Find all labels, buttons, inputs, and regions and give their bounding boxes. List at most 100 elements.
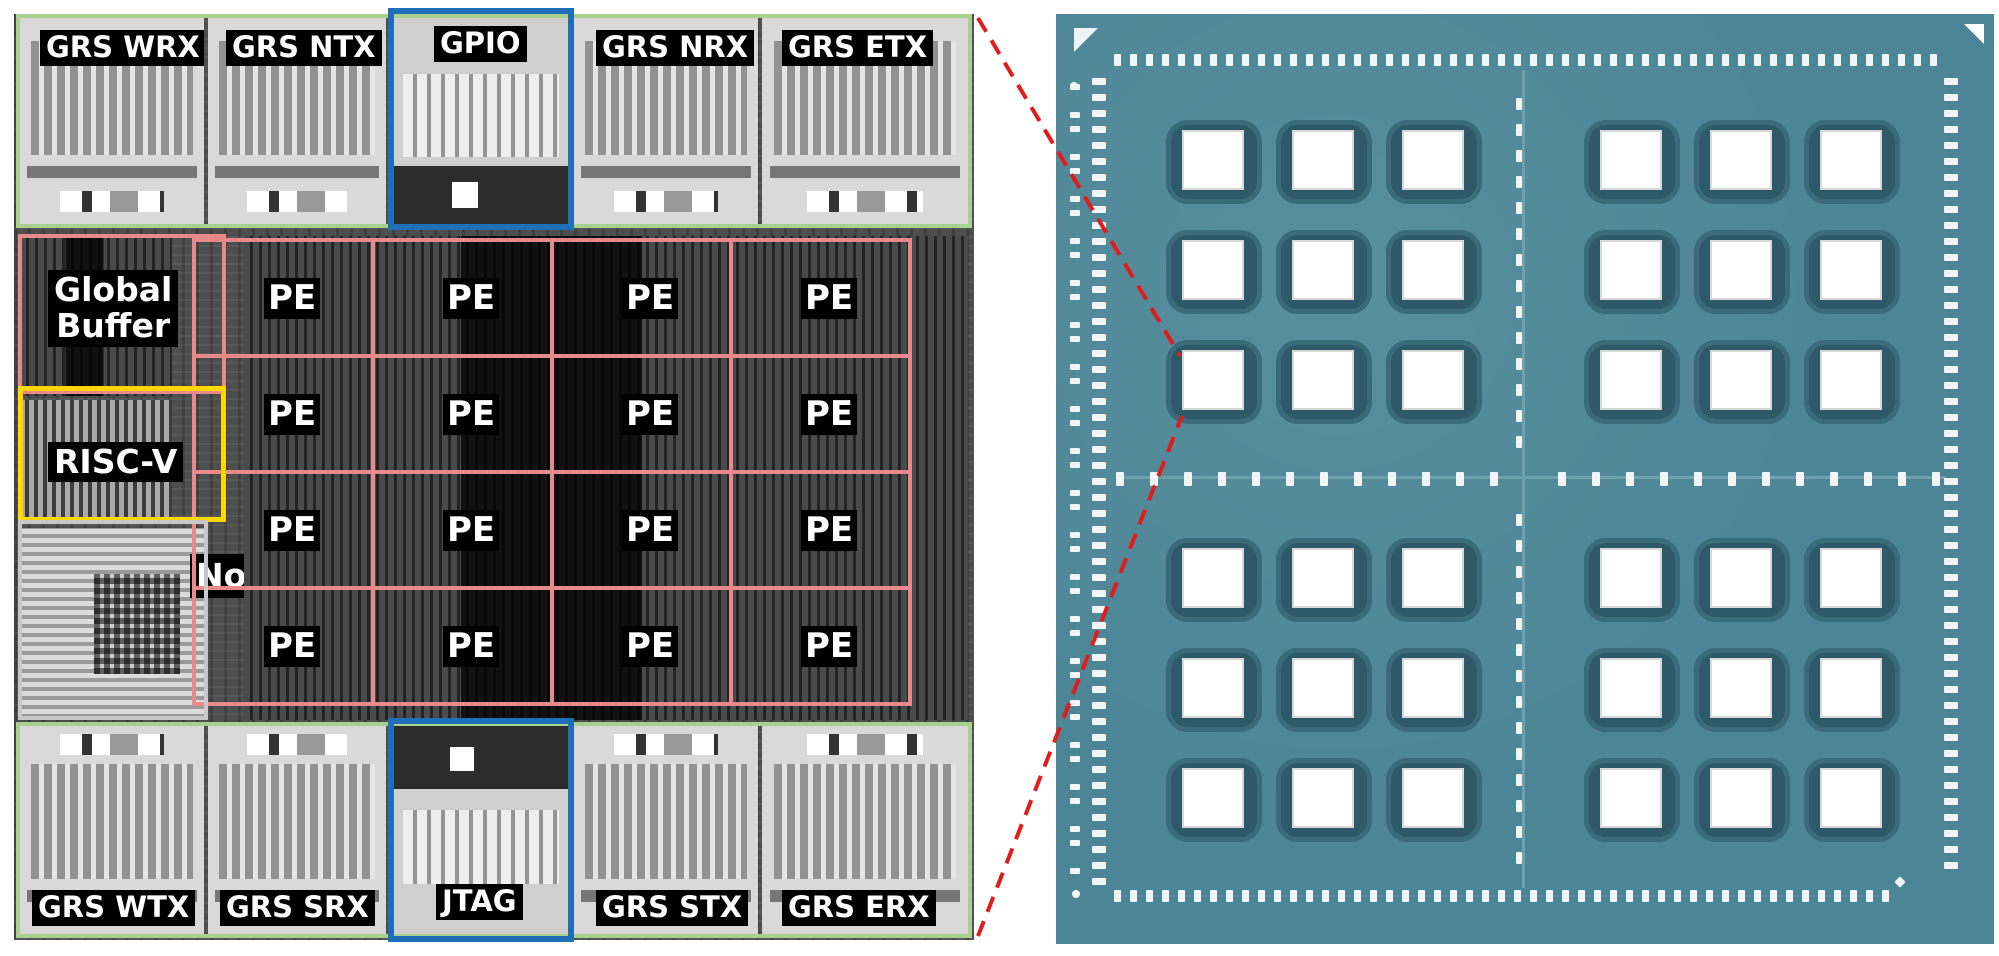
bump-pad [1402, 658, 1464, 718]
bump-pad [1182, 768, 1244, 828]
io-block-grs-wtx: GRS WTX [20, 726, 204, 936]
edge-pad [1092, 366, 1106, 373]
io-block-grs-srx: GRS SRX [208, 726, 386, 936]
edge-pad [1070, 462, 1080, 468]
package-bump [1694, 120, 1790, 204]
edge-pad [1482, 890, 1489, 902]
edge-pad [1706, 54, 1713, 66]
edge-pad [1482, 54, 1489, 66]
edge-pad [1070, 420, 1080, 426]
edge-pad [1092, 718, 1106, 725]
edge-pad [1092, 350, 1106, 357]
edge-pad [1944, 318, 1958, 325]
bump-pad [1820, 130, 1882, 190]
bump-pad [1710, 350, 1772, 410]
edge-pad [1070, 336, 1080, 342]
edge-pad [1516, 254, 1522, 266]
edge-pad [1658, 54, 1665, 66]
edge-pad [1070, 504, 1080, 510]
edge-pad [1092, 302, 1106, 309]
edge-pad [1184, 472, 1192, 486]
edge-pad [1092, 846, 1106, 853]
edge-pad [1466, 890, 1473, 902]
edge-pad [1070, 280, 1080, 286]
edge-pad [1178, 890, 1185, 902]
edge-pad [1092, 782, 1106, 789]
edge-pad [1864, 472, 1872, 486]
edge-pad [1210, 890, 1217, 902]
edge-pad [1070, 714, 1080, 720]
edge-pad [1070, 490, 1080, 496]
edge-pad [1450, 54, 1457, 66]
edge-pad [1944, 398, 1958, 405]
edge-pad [1092, 574, 1106, 581]
io-block-grs-ntx: GRS NTX [208, 16, 386, 224]
edge-pad [1226, 54, 1233, 66]
edge-pad [1092, 478, 1106, 485]
io-block-grs-erx: GRS ERX [762, 726, 968, 936]
edge-pad [1092, 270, 1106, 277]
edge-pad [1466, 54, 1473, 66]
label-grs-etx: GRS ETX [782, 30, 934, 66]
edge-pad [1114, 54, 1121, 66]
package-bump [1386, 120, 1482, 204]
edge-pad [1516, 306, 1522, 318]
package-bump [1804, 340, 1900, 424]
edge-pad [1092, 798, 1106, 805]
edge-pad [1092, 734, 1106, 741]
edge-pad [1516, 150, 1522, 162]
edge-pad [1354, 890, 1361, 902]
edge-pad [1944, 190, 1958, 197]
package-bump [1166, 538, 1262, 622]
package-bump [1694, 230, 1790, 314]
edge-pad [1944, 590, 1958, 597]
edge-pad [1418, 890, 1425, 902]
label-grs-wrx: GRS WRX [40, 30, 204, 66]
edge-pad [1944, 78, 1958, 85]
edge-pad [1690, 54, 1697, 66]
edge-pad [1944, 446, 1958, 453]
bump-pad [1600, 658, 1662, 718]
edge-pad [1258, 890, 1265, 902]
edge-pad [1092, 206, 1106, 213]
edge-pad [1274, 54, 1281, 66]
bump-pad [1182, 548, 1244, 608]
edge-pad [1944, 862, 1958, 869]
bump-pad [1292, 658, 1354, 718]
edge-pad [1944, 302, 1958, 309]
bump-pad [1820, 768, 1882, 828]
edge-pad [1516, 540, 1522, 552]
edge-pad [1944, 206, 1958, 213]
edge-pad [1516, 410, 1522, 422]
edge-pad [1242, 890, 1249, 902]
edge-pad [1818, 890, 1825, 902]
edge-pad [1450, 890, 1457, 902]
edge-pad [1944, 750, 1958, 757]
edge-pad [1674, 54, 1681, 66]
edge-pad [1594, 890, 1601, 902]
bump-pad [1402, 130, 1464, 190]
bump-pad [1600, 548, 1662, 608]
bump-pad [1292, 548, 1354, 608]
edge-pad [1320, 472, 1328, 486]
package-corner-mark [1074, 28, 1098, 52]
edge-pad [1882, 54, 1889, 66]
edge-pad [1658, 890, 1665, 902]
edge-pad [1498, 54, 1505, 66]
edge-pad [1070, 168, 1080, 174]
bump-pad [1710, 548, 1772, 608]
edge-pad [1944, 382, 1958, 389]
edge-pad [1070, 840, 1080, 846]
edge-pad [1092, 494, 1106, 501]
edge-pad [1070, 238, 1080, 244]
edge-pad [1516, 774, 1522, 786]
edge-pad [1558, 472, 1566, 486]
edge-pad [1070, 658, 1080, 664]
edge-pad [1070, 868, 1080, 874]
package-bump [1386, 758, 1482, 842]
edge-pad [1070, 826, 1080, 832]
package-bump [1584, 340, 1680, 424]
edge-pad [1070, 574, 1080, 580]
label-riscv: RISC-V [48, 442, 184, 483]
bump-pad [1292, 768, 1354, 828]
